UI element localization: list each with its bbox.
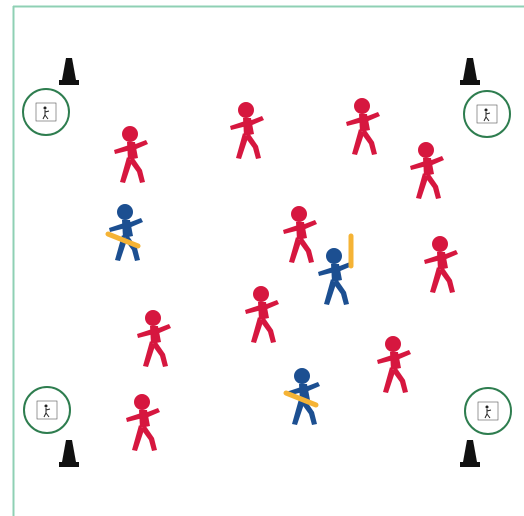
runner-icon <box>410 142 444 199</box>
runner-icon <box>114 126 148 183</box>
cone-icon <box>460 440 480 467</box>
cone-icon <box>59 440 79 467</box>
safe-zone-icon <box>465 388 511 434</box>
cone-icon <box>59 58 79 85</box>
runner-icon <box>377 336 411 393</box>
safe-zone-icon <box>464 91 510 137</box>
tagger-with-noodle-icon <box>108 204 143 261</box>
runner-icon <box>424 236 458 293</box>
safe-zone-icon <box>24 387 70 433</box>
runner-icon <box>126 394 160 451</box>
runner-icon <box>245 286 279 343</box>
safe-zone-icon <box>23 89 69 135</box>
cone-icon <box>460 58 480 85</box>
tagger-with-noodle-icon <box>318 236 352 305</box>
runner-icon <box>346 98 380 155</box>
runner-icon <box>283 206 317 263</box>
runner-icon <box>230 102 264 159</box>
tagger-with-noodle-icon <box>286 368 320 425</box>
runner-icon <box>137 310 171 367</box>
